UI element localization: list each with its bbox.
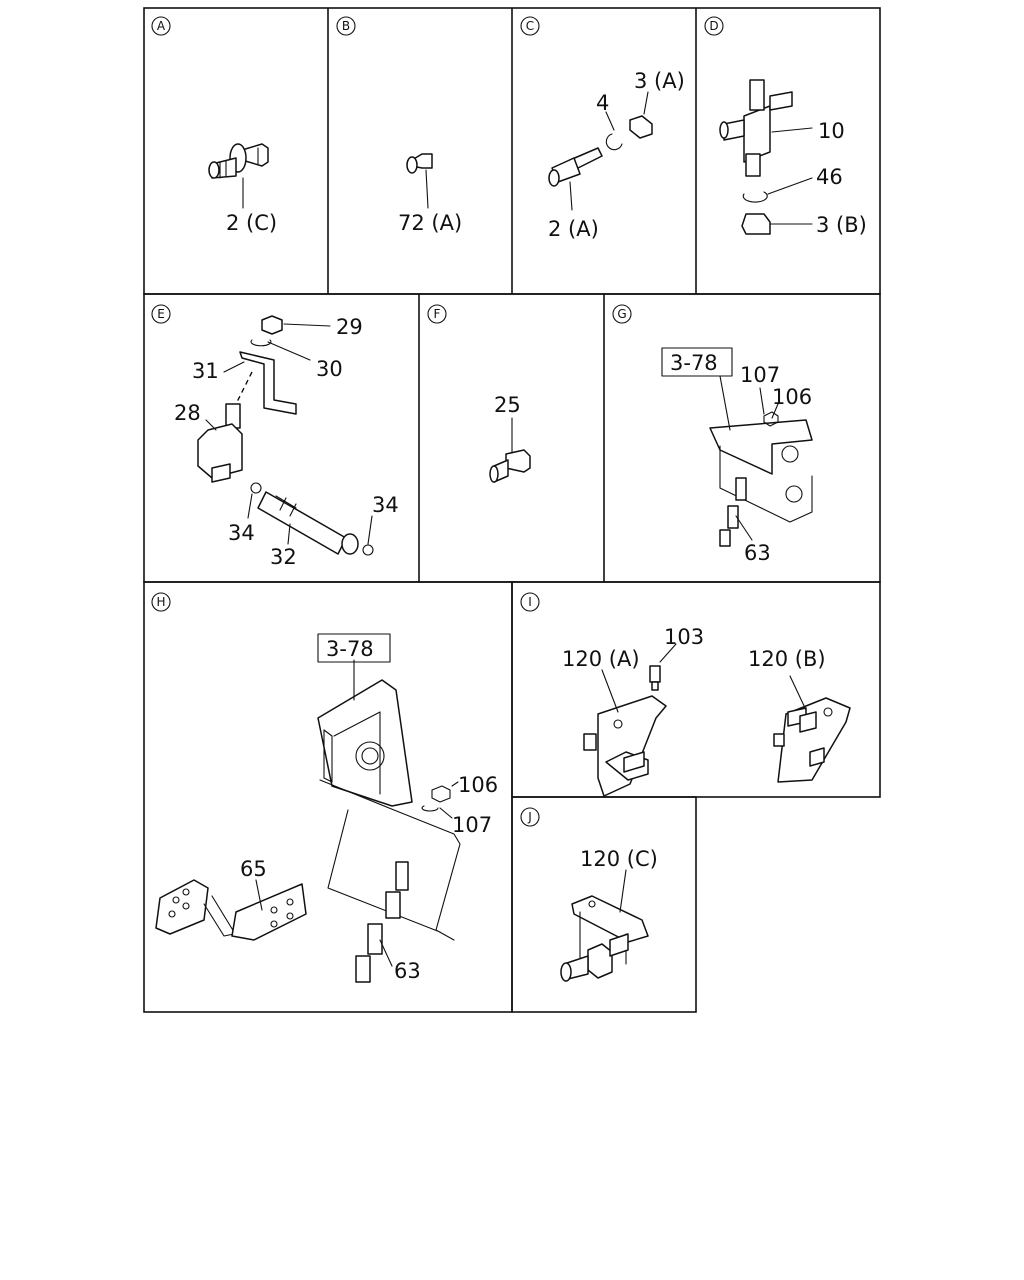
- panel-letter-a: A: [151, 16, 171, 36]
- label-34-left: 34: [228, 521, 255, 545]
- svg-text:B: B: [342, 19, 350, 33]
- label-28: 28: [174, 401, 201, 425]
- label-63-h: 63: [394, 959, 421, 983]
- label-107-h: 107: [452, 813, 492, 837]
- svg-text:F: F: [434, 307, 441, 321]
- panel-letter-i: I: [520, 592, 540, 612]
- panel-letter-c: C: [520, 16, 540, 36]
- label-65: 65: [240, 857, 267, 881]
- label-10: 10: [818, 119, 845, 143]
- label-120b: 120 (B): [748, 647, 826, 671]
- label-120c: 120 (C): [580, 847, 658, 871]
- svg-text:D: D: [709, 19, 718, 33]
- panel-e-parts: 29 30 31 28 34 32 34: [174, 315, 399, 569]
- label-63-g: 63: [744, 541, 771, 565]
- label-30: 30: [316, 357, 343, 381]
- svg-text:G: G: [617, 307, 626, 321]
- svg-text:I: I: [528, 595, 532, 609]
- svg-text:C: C: [526, 19, 534, 33]
- label-120a: 120 (A): [562, 647, 640, 671]
- panel-a-fitting: 2 (C): [208, 143, 277, 235]
- label-106-h: 106: [458, 773, 498, 797]
- panel-c-parts: 4 3 (A) 2 (A): [548, 69, 685, 241]
- label-25: 25: [494, 393, 521, 417]
- panel-g-parts: 3-78 107 106 63: [661, 347, 813, 565]
- panel-j-parts: 120 (C): [560, 847, 658, 982]
- panel-b-fitting: 72 (A): [398, 153, 462, 235]
- panel-grid: [143, 7, 881, 1013]
- svg-text:H: H: [156, 595, 165, 609]
- panel-letter-j: J: [520, 807, 540, 827]
- panel-letter-e: E: [151, 304, 171, 324]
- panel-letter-g: G: [612, 304, 632, 324]
- label-31: 31: [192, 359, 219, 383]
- panel-f-fitting: 25: [489, 393, 531, 483]
- label-32: 32: [270, 545, 297, 569]
- svg-text:A: A: [157, 19, 166, 33]
- panel-i-parts: 103 120 (A) 120 (B): [562, 625, 851, 797]
- label-107-g: 107: [740, 363, 780, 387]
- panel-letter-d: D: [704, 16, 724, 36]
- label-3b: 3 (B): [816, 213, 867, 237]
- panel-letter-b: B: [336, 16, 356, 36]
- label-2c: 2 (C): [226, 211, 277, 235]
- label-106-g: 106: [772, 385, 812, 409]
- label-103: 103: [664, 625, 704, 649]
- label-2a: 2 (A): [548, 217, 599, 241]
- label-46: 46: [816, 165, 843, 189]
- ref-3-78-h: 3-78: [326, 637, 374, 661]
- panel-letter-f: F: [427, 304, 447, 324]
- svg-text:J: J: [527, 810, 532, 824]
- ref-3-78-g: 3-78: [670, 351, 718, 375]
- panel-d-parts: 10 46 3 (B): [719, 79, 867, 237]
- panel-h-parts: 3-78 106 107 65 63: [155, 633, 498, 983]
- label-34-right: 34: [372, 493, 399, 517]
- panel-letter-h: H: [151, 592, 171, 612]
- label-72a: 72 (A): [398, 211, 462, 235]
- label-4: 4: [596, 91, 609, 115]
- label-29: 29: [336, 315, 363, 339]
- svg-text:E: E: [157, 307, 165, 321]
- label-3a: 3 (A): [634, 69, 685, 93]
